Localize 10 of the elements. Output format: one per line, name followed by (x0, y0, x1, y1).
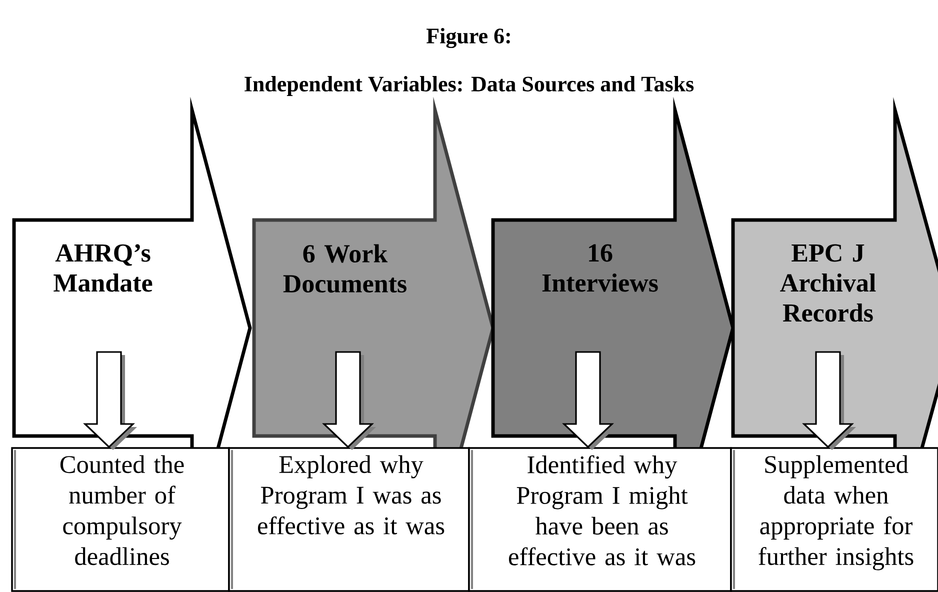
text-box: Counted the number of compulsory deadlines (11, 447, 230, 592)
text-box: Identified why Program I might have been as effective as it was (468, 447, 732, 592)
text-box: Supplemented data when appropriate for further insights (730, 447, 938, 592)
figure-number: Figure 6: (426, 28, 510, 48)
title: Independent Variables: Data Sources and Tasks (244, 76, 694, 96)
down-arrow (322, 351, 376, 450)
down-arrow (562, 351, 616, 450)
down-arrow (802, 351, 856, 450)
down-arrow (83, 351, 137, 450)
text-box: Explored why Program I was as effective as it was (228, 447, 470, 592)
